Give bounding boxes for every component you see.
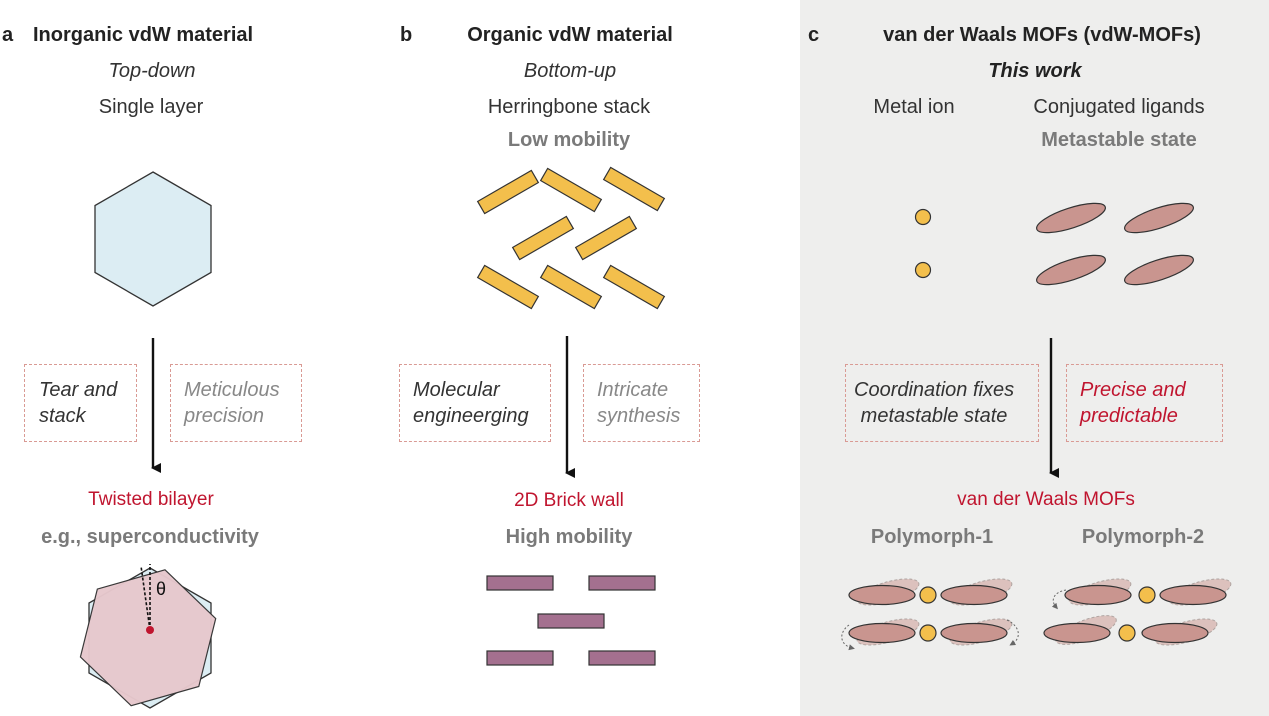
panel-b-result-property: High mobility: [505, 526, 633, 548]
panel-a-title: Inorganic vdW material: [33, 24, 254, 46]
panel-a-challenge-line-1: Meticulous: [184, 379, 280, 401]
panel-a-approach: Top-down: [108, 60, 196, 82]
brick-wall: [486, 575, 656, 666]
polymorph-1-graphic: [841, 578, 1019, 651]
panel-b-approach: Bottom-up: [523, 60, 617, 82]
panel-a-result: Twisted bilayer: [88, 489, 214, 510]
panel-a-method-box: [24, 364, 137, 442]
panel-b-method-line-2: engineerging: [413, 405, 529, 427]
panel-c-benefit-line-1: Precise and: [1080, 379, 1186, 401]
panel-b-letter: b: [400, 24, 413, 46]
metal-ions: [914, 208, 932, 279]
panel-c-title: van der Waals MOFs (vdW-MOFs): [883, 24, 1201, 46]
conjugated-ligands: [1036, 202, 1194, 286]
panel-b-start: Herringbone stack: [487, 96, 651, 118]
panel-b-method-box: [399, 364, 551, 442]
panel-c-method-text: Coordination fixes metastable state: [854, 377, 1014, 429]
panel-c-component-1: Metal ion: [873, 96, 955, 118]
panel-c-method-line-1: Coordination fixes: [854, 379, 1015, 401]
panel-a-method-line-1: Tear and: [39, 379, 118, 401]
panel-b-method-line-1: Molecular: [413, 379, 500, 401]
panel-b-challenge-line-2: synthesis: [597, 405, 681, 427]
panel-a-challenge-box: [170, 364, 302, 442]
polymorph-2-graphic: [1043, 578, 1232, 646]
herringbone-rods: [476, 166, 666, 310]
panel-a-letter: a: [2, 24, 14, 46]
panel-c-benefit-text: Precise and predictable: [1080, 377, 1186, 429]
panel-c-letter: c: [808, 24, 820, 46]
panel-a-method-text: Tear and stack: [39, 377, 117, 429]
panel-b-start-property: Low mobility: [507, 129, 631, 151]
panel-c-component-2-state: Metastable state: [1041, 129, 1197, 151]
panel-a-method-line-2: stack: [39, 405, 86, 427]
panel-b-method-text: Molecular engineerging: [413, 377, 529, 429]
panel-b-title: Organic vdW material: [467, 24, 673, 46]
twist-angle-label: θ: [156, 579, 167, 599]
polymorph-2-label: Polymorph-2: [1081, 526, 1205, 548]
panel-a-start: Single layer: [98, 96, 204, 118]
panel-c-benefit-box: [1066, 364, 1223, 442]
panel-c-component-2: Conjugated ligands: [1033, 96, 1205, 118]
panel-c-method-line-2: metastable state: [860, 405, 1008, 427]
panel-c-method-box: [845, 364, 1039, 442]
twisted-bilayer-graphic: [79, 564, 217, 709]
panel-b-result: 2D Brick wall: [514, 490, 624, 511]
panel-b-challenge-line-1: Intricate: [597, 379, 669, 401]
panel-a-property: e.g., superconductivity: [41, 526, 259, 548]
panel-b-challenge-box: [583, 364, 700, 442]
single-layer-hexagon: [94, 171, 212, 307]
panel-c-benefit-line-2: predictable: [1080, 405, 1178, 427]
panel-c-result: van der Waals MOFs: [957, 489, 1135, 510]
panel-b-challenge-text: Intricate synthesis: [597, 377, 680, 429]
panel-a-challenge-line-2: precision: [184, 405, 265, 427]
panel-c-subtitle: This work: [988, 60, 1082, 82]
polymorph-1-label: Polymorph-1: [870, 526, 994, 548]
panel-a-challenge-text: Meticulous precision: [184, 377, 280, 429]
